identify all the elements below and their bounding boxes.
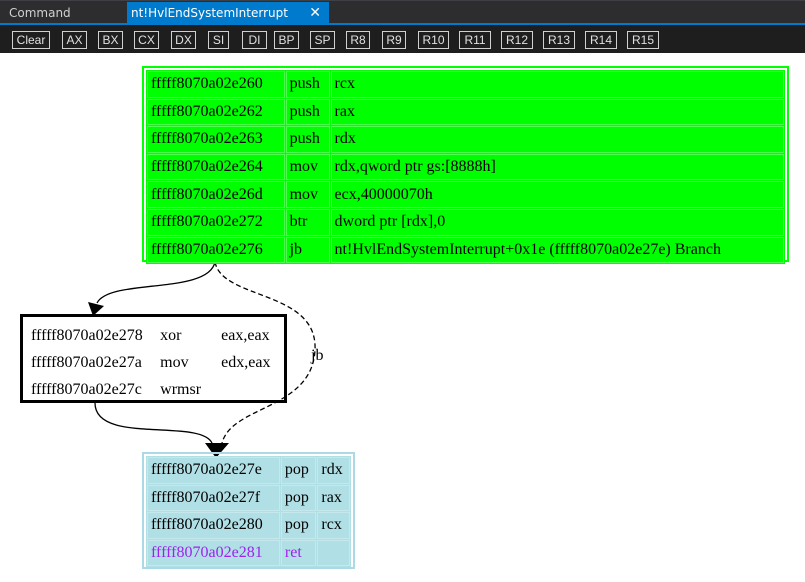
address: fffff8070a02e272 — [147, 208, 285, 236]
mnemonic: mov — [285, 181, 330, 208]
edge-label-jb: jb — [311, 347, 324, 364]
register-button-r14[interactable]: R14 — [585, 31, 617, 49]
edge-jb-branch — [214, 261, 316, 444]
register-toolbar: Clear AX BX CX DX SI DI BP SP R8 R9 R10 R11 R12 R13 R14… — [0, 25, 805, 53]
tab-underline — [0, 23, 805, 25]
register-button-di[interactable]: DI — [242, 31, 267, 49]
register-button-clear[interactable]: Clear — [12, 31, 50, 49]
operands — [218, 377, 279, 403]
register-button-si[interactable]: SI — [208, 31, 229, 49]
edge-fallthrough-to-exit — [94, 402, 213, 444]
mnemonic: push — [285, 98, 330, 126]
address: fffff8070a02e276 — [147, 236, 285, 264]
address: fffff8070a02e278 — [31, 327, 143, 344]
instruction-row[interactable]: fffff8070a02e27a mov edx,eax — [28, 350, 279, 376]
tab-command[interactable]: Command — [9, 6, 71, 20]
register-button-r9[interactable]: R9 — [382, 31, 406, 49]
address: fffff8070a02e280 — [147, 512, 280, 539]
operands: nt!HvlEndSystemInterrupt+0x1e (fffff8070… — [330, 236, 784, 264]
register-button-r10[interactable]: R10 — [418, 31, 449, 49]
operands: rax — [330, 98, 784, 126]
address: fffff8070a02e27c — [31, 381, 142, 398]
instruction-row[interactable]: fffff8070a02e27c wrmsr — [28, 377, 279, 403]
address: fffff8070a02e264 — [147, 153, 285, 181]
tab-label: nt!HvlEndSystemInterrupt — [131, 6, 288, 20]
mnemonic: xor — [160, 327, 182, 344]
arrowhead — [205, 443, 229, 458]
operands: rdx — [317, 457, 350, 484]
register-button-cx[interactable]: CX — [134, 31, 159, 49]
operands: dword ptr [rdx],0 — [330, 208, 784, 236]
tab-bar: Command nt!HvlEndSystemInterrupt ✕ — [0, 0, 805, 24]
mnemonic: wrmsr — [160, 381, 202, 398]
register-button-ax[interactable]: AX — [62, 31, 87, 49]
address: fffff8070a02e27f — [147, 484, 280, 511]
mnemonic: push — [285, 71, 330, 98]
instruction-row[interactable]: fffff8070a02e278 xor eax,eax — [28, 323, 279, 349]
register-button-r15[interactable]: R15 — [627, 31, 659, 49]
register-button-r12[interactable]: R12 — [501, 31, 533, 49]
address: fffff8070a02e26d — [147, 181, 285, 208]
address: fffff8070a02e263 — [147, 126, 285, 153]
mnemonic: mov — [285, 153, 330, 181]
address: fffff8070a02e260 — [147, 71, 285, 98]
mnemonic: push — [285, 126, 330, 153]
register-button-r11[interactable]: R11 — [459, 31, 491, 49]
address: fffff8070a02e27a — [31, 354, 142, 371]
operands — [317, 539, 350, 566]
mnemonic: jb — [285, 236, 330, 264]
operands: ecx,40000070h — [330, 181, 784, 208]
register-button-bx[interactable]: BX — [98, 31, 123, 49]
address: fffff8070a02e281 — [147, 539, 280, 566]
operands: rcx — [330, 71, 784, 98]
register-button-bp[interactable]: BP — [274, 31, 299, 49]
operands: rdx — [330, 126, 784, 153]
operands: edx,eax — [221, 354, 271, 371]
operands: rdx,qword ptr gs:[8888h] — [330, 153, 784, 181]
mnemonic: pop — [280, 484, 317, 511]
register-button-r13[interactable]: R13 — [543, 31, 575, 49]
mnemonic: btr — [285, 208, 330, 236]
register-button-dx[interactable]: DX — [171, 31, 196, 49]
edge-entry-to-fallthrough — [96, 261, 216, 304]
mnemonic: ret — [280, 539, 317, 566]
tab-function-graph[interactable]: nt!HvlEndSystemInterrupt ✕ — [127, 2, 329, 24]
close-icon[interactable]: ✕ — [309, 5, 321, 21]
mnemonic: mov — [160, 354, 189, 371]
register-button-r8[interactable]: R8 — [346, 31, 370, 49]
address: fffff8070a02e27e — [147, 457, 280, 484]
arrowhead — [88, 302, 104, 316]
address: fffff8070a02e262 — [147, 98, 285, 126]
mnemonic: pop — [280, 512, 317, 539]
operands: eax,eax — [221, 327, 270, 344]
operands: rax — [317, 484, 350, 511]
operands: rcx — [317, 512, 350, 539]
mnemonic: pop — [280, 457, 317, 484]
register-button-sp[interactable]: SP — [310, 31, 335, 49]
